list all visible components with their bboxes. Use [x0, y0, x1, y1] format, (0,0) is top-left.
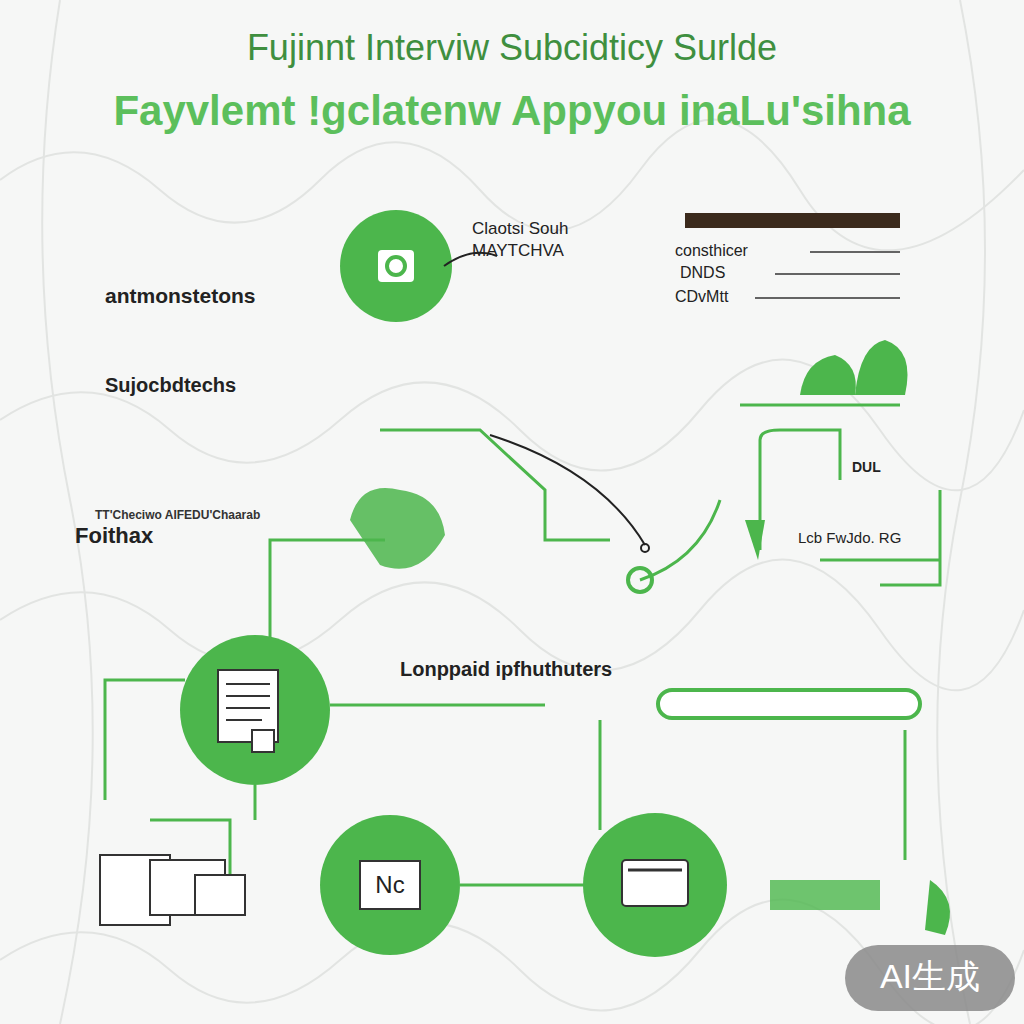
table-line — [755, 297, 900, 299]
circle-node: Nc — [320, 815, 460, 955]
watermark: AI生成 — [845, 958, 1015, 995]
text-label: TT'Checiwo AIFEDU'Chaarab — [95, 509, 260, 522]
wire-line — [270, 540, 385, 640]
table-line — [775, 273, 900, 275]
node-heading: Claotsi Souh MAYTCHVA — [472, 218, 592, 262]
wire-line — [740, 404, 900, 407]
wire-line — [904, 730, 907, 860]
tree-shape — [800, 355, 856, 395]
text-label: CDvMtt — [675, 288, 728, 306]
machine-part — [925, 880, 950, 935]
tree-illustration — [350, 340, 908, 569]
connector-lines — [105, 405, 940, 905]
machine-part — [770, 880, 880, 910]
text-label: Fayvlemt !gclatenw Appyou inaLu'sihna — [0, 88, 1024, 134]
circle-shape — [320, 815, 460, 955]
paper-stack — [100, 855, 245, 925]
text-label: Lonppaid ipfhuthuters — [400, 658, 612, 680]
tree-shape — [855, 340, 908, 395]
screen-line — [628, 869, 682, 872]
screen-circle — [583, 813, 727, 957]
wire-line — [254, 785, 257, 820]
document-icon — [252, 730, 274, 752]
circle-shape — [340, 210, 452, 322]
document-line — [226, 695, 270, 697]
text-label: antmonstetons — [105, 284, 256, 307]
wire-line — [330, 704, 545, 707]
node-text: Nc — [360, 869, 420, 900]
circle-node: Claotsi Souh MAYTCHVA — [340, 210, 452, 322]
wire-line — [599, 720, 602, 830]
leader-end — [641, 544, 649, 552]
pill-bar — [658, 690, 920, 718]
tree-shape — [350, 488, 445, 569]
table-line — [810, 251, 900, 253]
wire-line — [640, 500, 720, 580]
text-label: consthicer — [675, 242, 748, 260]
circle-outline — [340, 210, 452, 322]
camera-lens — [387, 257, 405, 275]
wire-line — [820, 559, 940, 562]
document-line — [226, 683, 270, 685]
document-circle — [180, 635, 330, 785]
text-label: DNDS — [680, 264, 725, 282]
ring-symbol — [628, 568, 652, 592]
pattern-swirl — [937, 0, 985, 1024]
document-line — [226, 707, 270, 709]
wire-line — [105, 680, 185, 800]
pattern-swirl — [0, 560, 1024, 691]
text-label: DUL — [852, 460, 881, 475]
pattern-swirl — [42, 0, 93, 1024]
text-label: Lcb FwJdo. RG — [798, 530, 901, 547]
header-bar — [685, 213, 900, 228]
screen-icon — [622, 860, 688, 906]
document-lines — [226, 684, 270, 720]
text-label: Sujocbdtechs — [105, 374, 236, 396]
title: Fujinnt Interviw Subcidticy Surlde — [0, 28, 1024, 68]
text-label: Foithax — [75, 524, 153, 548]
paper-sheet — [195, 875, 245, 915]
tree-shape — [745, 520, 765, 560]
watermark-pill — [845, 945, 1015, 1011]
document-line — [226, 719, 262, 721]
camera-icon — [378, 250, 414, 282]
wire-line — [460, 884, 585, 887]
machine-illustration — [770, 880, 950, 935]
leader-curve — [490, 435, 645, 545]
icon-frame — [360, 861, 420, 909]
table-lines — [755, 252, 900, 298]
